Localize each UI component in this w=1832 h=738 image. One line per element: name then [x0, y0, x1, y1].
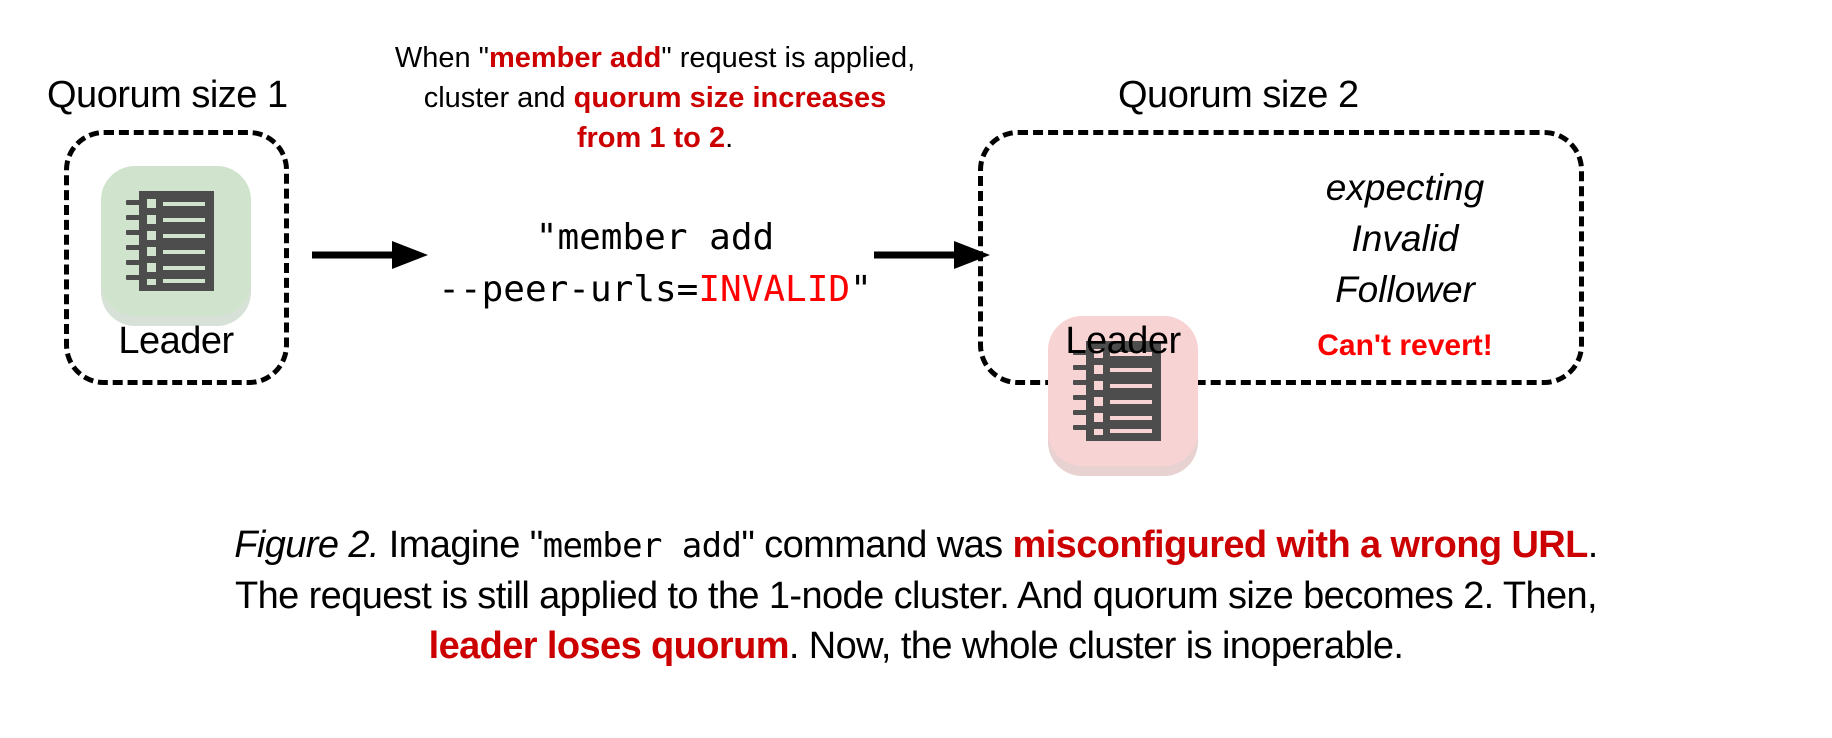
top-note-l1b: member add: [488, 42, 662, 74]
top-note-line-2: cluster and quorum size increases: [355, 78, 955, 118]
command-closing-quote: ": [850, 269, 872, 310]
caption-seg-1: Imagine ": [378, 524, 543, 566]
caption-figure-number: Figure 2.: [234, 524, 379, 566]
command-line-1: "member add: [535, 217, 775, 258]
status-line-1: expecting: [1325, 167, 1485, 208]
top-note-line-3: from 1 to 2.: [355, 118, 955, 158]
caption-line-1: Figure 2. Imagine "member add" command w…: [0, 520, 1832, 571]
caption-highlight-2: leader loses quorum: [428, 625, 790, 667]
top-annotation-note: When "member add" request is applied, cl…: [355, 38, 955, 158]
caption-line-2: The request is still applied to the 1-no…: [0, 571, 1832, 621]
status-line-2: Invalid: [1351, 218, 1459, 259]
figure-caption: Figure 2. Imagine "member add" command w…: [0, 520, 1832, 671]
top-note-line-1: When "member add" request is applied,: [355, 38, 955, 78]
command-invalid-value: INVALID: [698, 269, 851, 310]
caption-command: member add: [542, 526, 742, 566]
left-server-icon-wrapper: [101, 166, 251, 326]
status-alert-badge: Can't revert!: [1317, 329, 1493, 362]
left-cluster-box: [64, 130, 289, 385]
caption-highlight-1: misconfigured with a wrong URL: [1012, 524, 1589, 566]
top-note-l3b: .: [725, 122, 734, 154]
caption-seg-4: . Now, the whole cluster is inoperable.: [788, 625, 1404, 667]
caption-seg-2: " command was: [741, 524, 1013, 566]
caption-seg-3: .: [1587, 524, 1599, 566]
top-note-l2b: quorum size increases: [573, 82, 887, 114]
right-status-block: expecting Invalid Follower Can't revert!: [1255, 162, 1555, 363]
right-server-icon-wrapper: [1048, 316, 1198, 476]
command-flag: --peer-urls=: [438, 269, 699, 310]
command-line-2: --peer-urls=INVALID": [375, 264, 935, 316]
right-cluster-box: [978, 130, 1584, 385]
caption-seg-line2: The request is still applied to the 1-no…: [234, 575, 1598, 617]
server-rack-icon: [126, 191, 214, 291]
top-note-l1a: When ": [394, 42, 489, 74]
top-note-l3a: from 1 to 2: [576, 122, 726, 154]
left-node-label: Leader: [118, 320, 234, 362]
right-quorum-label: Quorum size 2: [1118, 74, 1359, 116]
command-text-block: "member add --peer-urls=INVALID": [375, 212, 935, 316]
top-note-l2a: cluster and: [423, 82, 574, 114]
right-node-label: Leader: [1065, 320, 1181, 362]
server-rack-icon: [1073, 341, 1161, 441]
arrow-command-to-right: [874, 241, 990, 269]
caption-line-3: leader loses quorum. Now, the whole clus…: [0, 621, 1832, 671]
arrow-left-to-command: [312, 241, 428, 269]
status-line-3: Follower: [1335, 269, 1475, 310]
top-note-l1c: " request is applied,: [661, 42, 916, 74]
left-quorum-label: Quorum size 1: [47, 74, 288, 116]
